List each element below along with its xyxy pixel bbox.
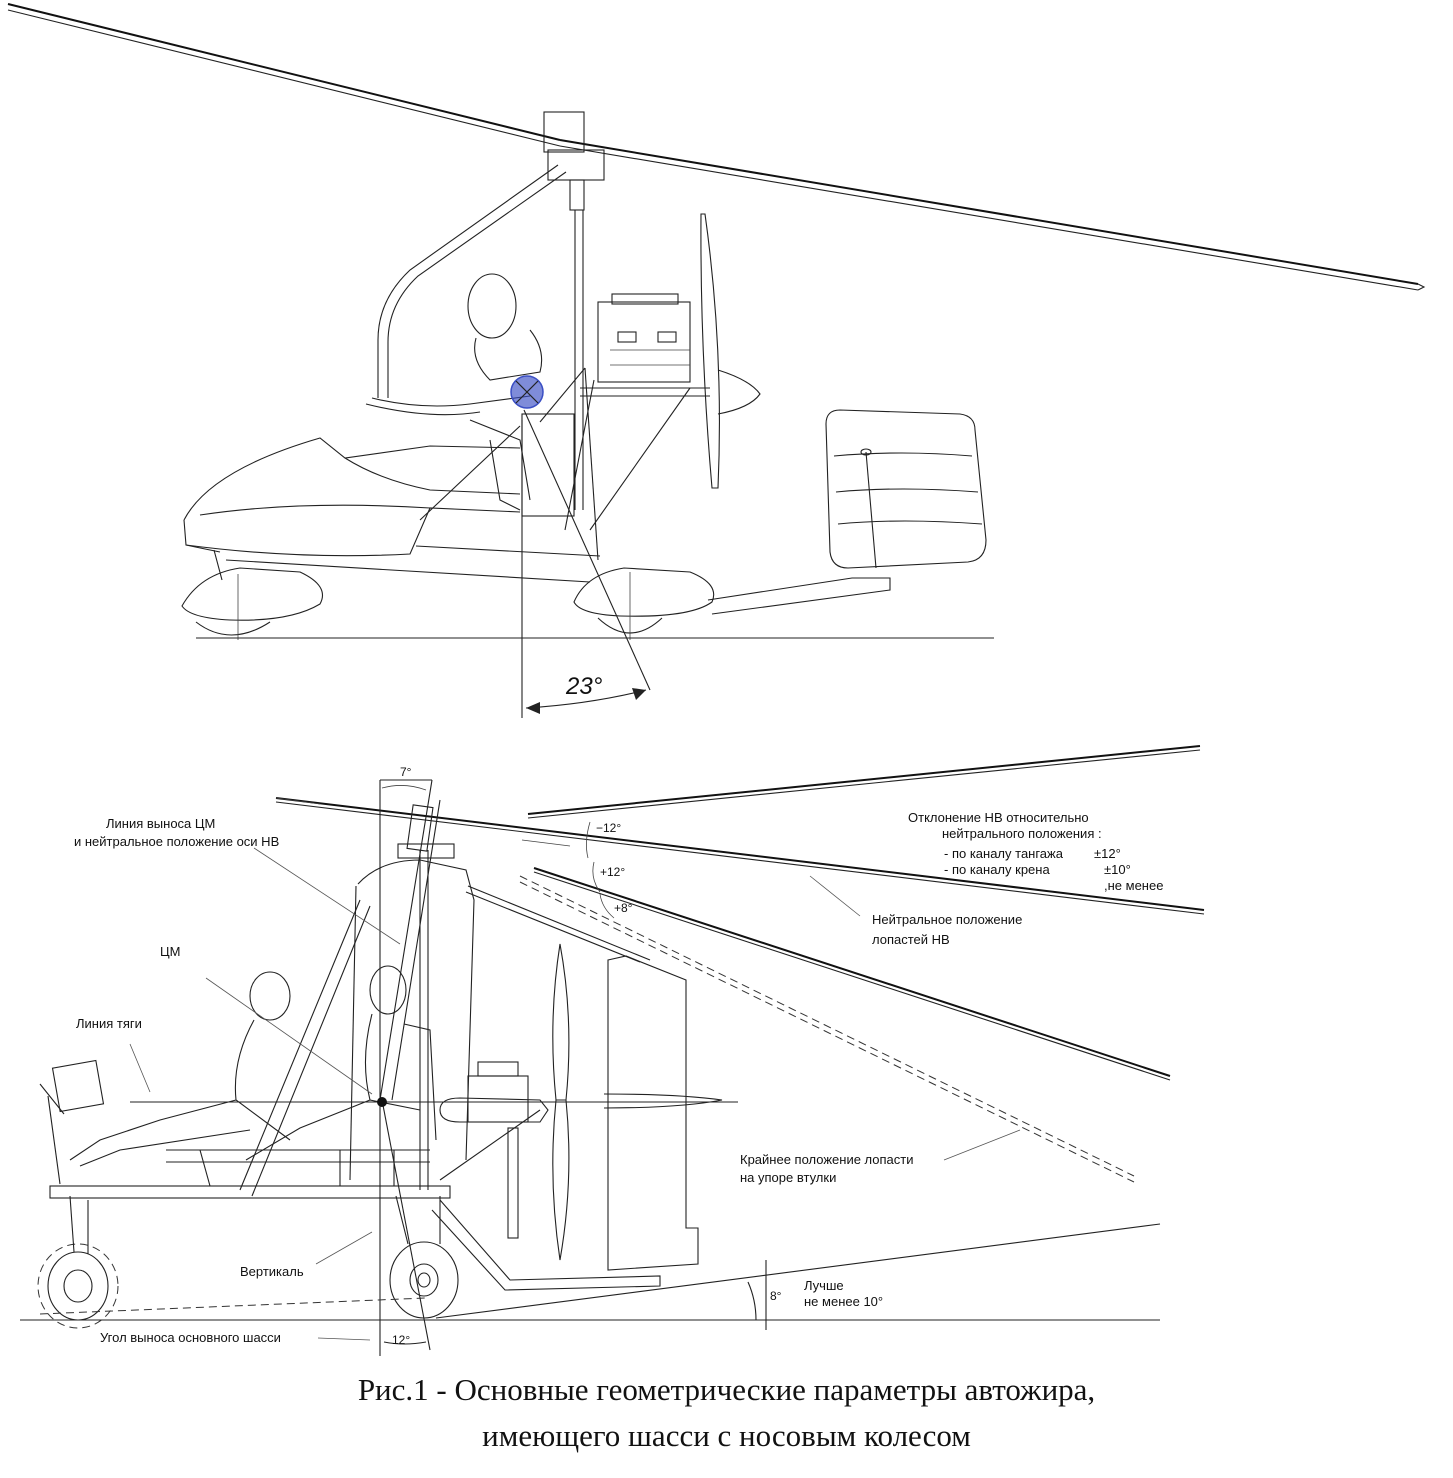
bottom-rotor-arcs	[586, 821, 615, 919]
top-tail-cage	[825, 409, 987, 569]
top-view: 23°	[7, 3, 1426, 718]
main-gear-angle-label: Угол выноса основного шасси	[100, 1330, 281, 1345]
top-angle-23: 23°	[521, 409, 651, 718]
bottom-ground	[20, 1223, 1161, 1330]
minus12-label: −12°	[596, 821, 621, 835]
top-pilot	[365, 273, 543, 501]
plus12-label: +12°	[600, 865, 625, 879]
angle-23-label: 23°	[565, 673, 603, 700]
top-undercarriage	[181, 545, 715, 640]
extreme-blade-label-2: на упоре втулки	[740, 1170, 836, 1185]
cm-line-label-1: Линия выноса ЦМ	[106, 816, 215, 831]
top-tail-boom	[707, 577, 891, 615]
bottom-wheels	[37, 1195, 459, 1329]
thrust-line-label: Линия тяги	[76, 1016, 142, 1031]
bottom-keel	[431, 1199, 661, 1291]
deviation-title-2: нейтрального положения :	[942, 826, 1102, 841]
bottom-gear-angle	[381, 1099, 431, 1351]
bottom-engine	[439, 1061, 549, 1239]
not-less-label: ,не менее	[1104, 878, 1163, 893]
roll-channel-label: - по каналу крена	[944, 862, 1050, 877]
bottom-tail-fin	[603, 955, 723, 1271]
cm-label: ЦМ	[160, 944, 180, 959]
bottom-propeller	[552, 943, 570, 1261]
top-cm-marker	[510, 375, 544, 409]
figure-caption-line-1: Рис.1 - Основные геометрические параметр…	[357, 1372, 1096, 1407]
pitch-value: ±12°	[1094, 846, 1121, 861]
top-fuselage	[183, 437, 521, 557]
vertical-label: Вертикаль	[240, 1264, 304, 1279]
bottom-leaders	[129, 847, 1021, 1341]
bottom-pilots	[69, 965, 437, 1167]
bottom-view: 7° Линия выноса ЦМ и нейтральное положен…	[20, 745, 1205, 1356]
bottom-mast	[349, 779, 475, 1356]
neutral-blades-label-1: Нейтральное положение	[872, 912, 1022, 927]
bottom-rotor-lines	[275, 745, 1205, 1183]
angle-8-label: 8°	[770, 1289, 782, 1303]
angle-12-bottom-label: 12°	[392, 1333, 410, 1347]
neutral-blades-label-2: лопастей НВ	[872, 932, 950, 947]
extreme-blade-label-1: Крайнее положение лопасти	[740, 1152, 914, 1167]
better-label-2: не менее 10°	[804, 1294, 883, 1309]
bottom-frame-base	[49, 1149, 451, 1199]
top-propeller	[700, 213, 761, 489]
bottom-nose-panel	[39, 1059, 105, 1185]
roll-value: ±10°	[1104, 862, 1131, 877]
top-front-frame	[377, 164, 567, 398]
top-rotor-hub	[543, 111, 605, 510]
cm-line-label-2: и нейтральное положение оси НВ	[74, 834, 279, 849]
figure-caption-line-2: имеющего шасси с носовым колесом	[482, 1418, 971, 1453]
bottom-cm-point	[377, 1097, 387, 1107]
deviation-title-1: Отклонение НВ относительно	[908, 810, 1089, 825]
top-rotor-blade	[7, 3, 1426, 291]
better-label-1: Лучше	[804, 1278, 844, 1293]
top-struts	[419, 367, 691, 561]
plus8-label: +8°	[614, 901, 633, 915]
top-engine	[580, 293, 710, 397]
angle-7-label: 7°	[400, 765, 412, 779]
top-seat-block	[489, 413, 575, 517]
bottom-labels: 7° Линия выноса ЦМ и нейтральное положен…	[74, 765, 1163, 1347]
pitch-channel-label: - по каналу тангажа	[944, 846, 1064, 861]
